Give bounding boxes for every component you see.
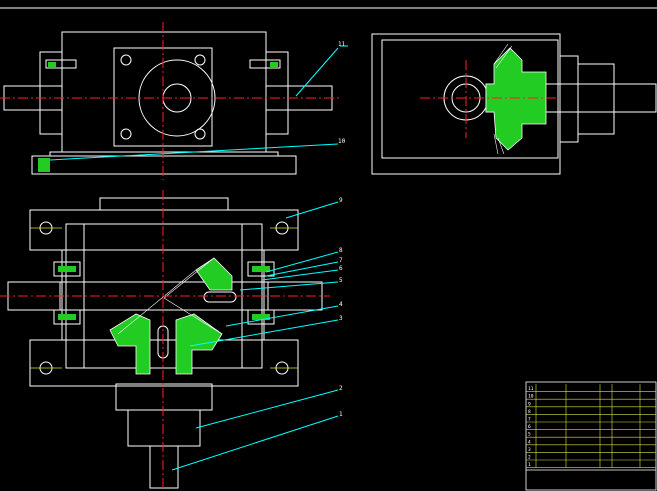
title-block-row-number: 2 <box>528 455 531 461</box>
callout-8: 8 <box>339 247 343 254</box>
callout-4: 4 <box>339 301 343 308</box>
front-view-gear-lines <box>117 257 223 335</box>
callout-9: 9 <box>339 197 343 204</box>
callout-3: 3 <box>339 315 343 322</box>
title-block-row-number: 5 <box>528 432 531 438</box>
title-block-grid <box>526 384 656 468</box>
title-block-row-number: 1 <box>528 462 531 468</box>
side-view-gear-hatch <box>485 47 547 151</box>
callout-1: 1 <box>339 411 343 418</box>
callout-5: 5 <box>339 277 343 284</box>
top-view-leaders <box>49 45 348 161</box>
title-block-row-number: 8 <box>528 409 531 415</box>
front-view-leaders <box>171 201 339 471</box>
title-block-row-number: 3 <box>528 447 531 453</box>
title-block <box>525 381 657 491</box>
title-block-row-number: 6 <box>528 424 531 430</box>
callout-10: 10 <box>338 138 346 145</box>
callout-2: 2 <box>339 385 343 392</box>
front-view-bevel-gear-hatch <box>109 257 233 375</box>
callout-11: 11 <box>338 41 346 48</box>
title-block-row-number: 7 <box>528 417 531 423</box>
top-view <box>3 31 333 175</box>
title-block-row-number: 11 <box>528 386 534 392</box>
front-view-bearing-hatch <box>58 266 270 320</box>
front-view-centerlines <box>0 190 330 488</box>
side-view-centerlines <box>420 60 560 138</box>
title-block-row-number: 4 <box>528 439 531 445</box>
title-block-text: 11 109 8 76 54 3 21 <box>528 386 534 468</box>
top-view-hatch <box>38 62 278 172</box>
front-view-yellow-centerlines <box>30 227 298 369</box>
front-view <box>7 197 323 489</box>
title-block-row-number: 9 <box>528 401 531 407</box>
side-view <box>371 33 657 175</box>
callout-6: 6 <box>339 265 343 272</box>
side-view-gear-teeth <box>493 43 513 155</box>
title-block-row-number: 10 <box>528 394 534 400</box>
callout-7: 7 <box>339 257 343 264</box>
